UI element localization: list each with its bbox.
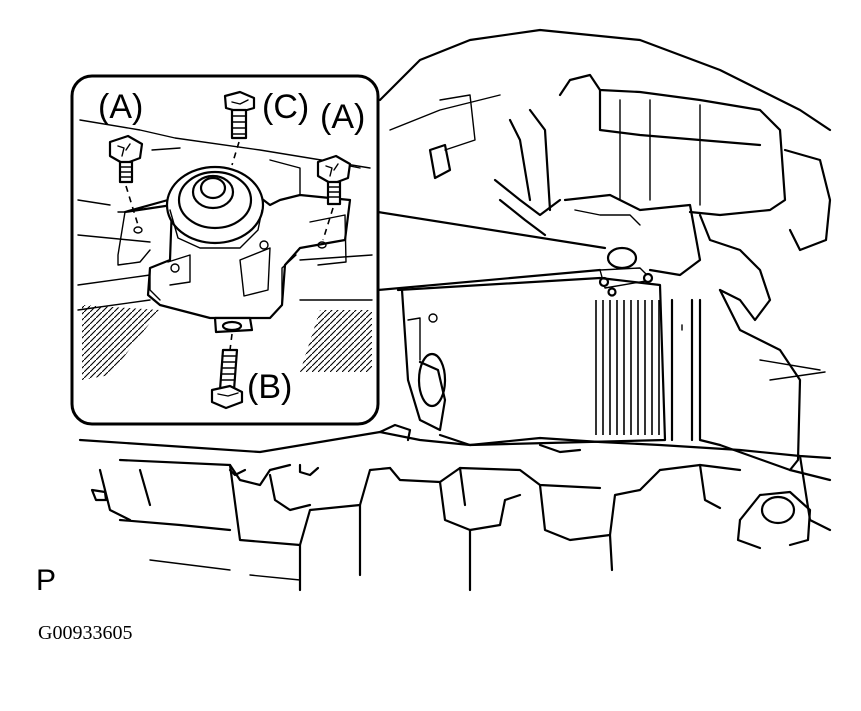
engine-bay-background <box>78 28 832 592</box>
callout-label-b: (B) <box>247 368 292 406</box>
callout-label-a-right: (A) <box>320 98 365 136</box>
bumper-reinforcement <box>78 423 832 592</box>
callout-label-c: (C) <box>262 88 309 126</box>
egr-valve-bracket <box>117 165 352 334</box>
callout-label-a-left: (A) <box>98 88 143 126</box>
target-component-small <box>598 246 654 297</box>
bolt-a-right <box>316 154 352 249</box>
figure-code: G00933605 <box>38 622 132 644</box>
bolt-b-bottom <box>210 333 244 410</box>
inset-detail: (A) (C) (A) (B) <box>70 74 380 426</box>
callout-leader-lines <box>376 210 607 292</box>
radiator <box>396 276 722 447</box>
view-letter: P <box>36 564 56 597</box>
bolt-c-top <box>223 90 256 166</box>
lower-right-mount <box>736 490 812 550</box>
bolt-a-left <box>108 134 144 234</box>
horn <box>400 288 447 432</box>
